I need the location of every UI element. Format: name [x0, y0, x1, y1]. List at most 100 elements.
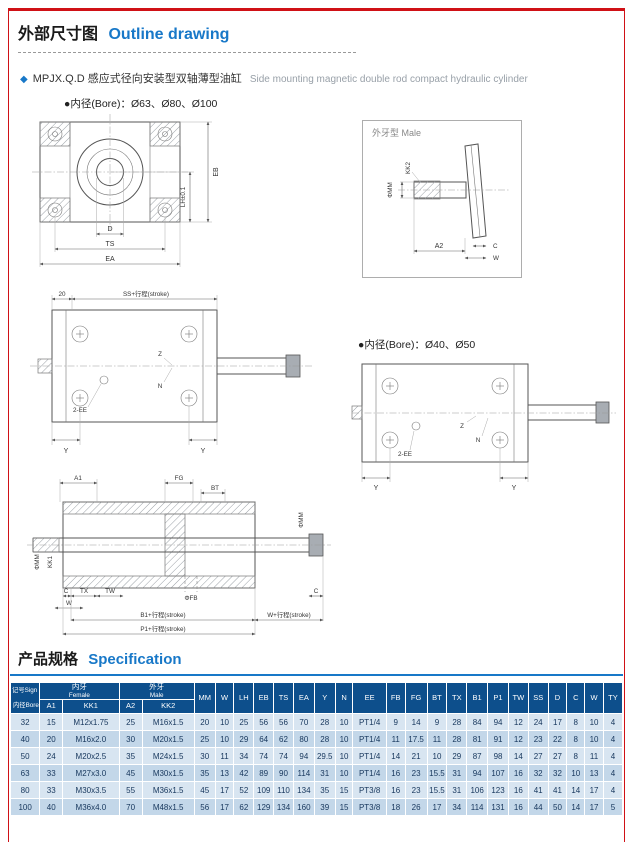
dim-label-tx: TX [80, 588, 89, 595]
group-header-male: 外牙 Male [118, 682, 195, 700]
bore-cell: 50 [9, 747, 41, 765]
spec-value-cell: M30x3.5 [62, 781, 120, 799]
dim-label-w-left: W [66, 600, 72, 607]
spec-value-cell: 23 [404, 781, 428, 799]
spec-value-cell: 56 [253, 713, 275, 731]
spec-value-cell: 14 [404, 713, 428, 731]
column-header: EE [352, 682, 387, 714]
spec-value-cell: 15.5 [426, 764, 448, 782]
spec-value-cell: 64 [253, 730, 275, 748]
column-header: TS [273, 682, 294, 714]
spec-value-cell: 56 [273, 713, 294, 731]
front-view-drawing: LH±0.1 EB D TS EA [32, 114, 220, 267]
bore-note-large: ●内径(Bore)：Ø63、Ø80、Ø100 [64, 98, 218, 110]
spec-value-cell: 114 [466, 798, 489, 816]
spec-value-cell: 160 [292, 798, 315, 816]
spec-value-cell: M24x1.5 [141, 747, 195, 765]
spec-value-cell: 16 [385, 764, 406, 782]
column-header: B1 [466, 682, 489, 714]
bore-cell: 63 [9, 764, 41, 782]
spec-value-cell: 39 [313, 798, 336, 816]
spec-value-cell: 22 [547, 730, 568, 748]
spec-value-cell: 34 [446, 798, 468, 816]
spec-value-cell: 27 [547, 747, 568, 765]
spec-value-cell: 16 [385, 781, 406, 799]
spec-value-cell: 134 [273, 798, 294, 816]
spec-value-cell: 41 [527, 781, 549, 799]
spec-value-cell: 28 [313, 713, 336, 731]
side-view-small-drawing: 2-EE Z N Y Y [351, 363, 616, 492]
dim-label-y-left: Y [374, 485, 379, 492]
spec-value-cell: M48x1.5 [141, 798, 195, 816]
spec-value-cell: 32 [527, 764, 549, 782]
spec-value-cell: PT1/4 [352, 730, 387, 748]
spec-value-cell: 23 [527, 730, 549, 748]
male-thread-drawing: 外牙型 Male ΦMM KK2 A2 C W [362, 120, 522, 278]
column-header: LH [233, 682, 255, 714]
spec-value-cell: 24 [39, 747, 64, 765]
spec-value-cell: 4 [602, 713, 624, 731]
section-view-drawing: A1 FG BT ΦMM KK1 C TX TW ΦFB W B1+行程(str… [27, 475, 331, 636]
spec-value-cell: 131 [487, 798, 509, 816]
spec-value-cell: PT1/4 [352, 764, 387, 782]
spec-value-cell: 11 [214, 747, 235, 765]
spec-title: 产品规格 Specification [18, 648, 182, 669]
spec-title-underline [10, 674, 623, 676]
spec-value-cell: 11 [385, 730, 406, 748]
column-header: EA [292, 682, 315, 714]
bore-cell: 32 [9, 713, 41, 731]
spec-value-cell: 41 [547, 781, 568, 799]
column-header: EB [253, 682, 275, 714]
spec-value-cell: 17 [426, 798, 448, 816]
spec-value-cell: 5 [602, 798, 624, 816]
spec-value-cell: 29 [233, 730, 255, 748]
dim-label-fg: FG [175, 475, 184, 482]
spec-value-cell: 30 [193, 747, 216, 765]
dim-label-20: 20 [58, 291, 66, 298]
spec-value-cell: 8 [566, 747, 586, 765]
spec-value-cell: 31 [313, 764, 336, 782]
spec-value-cell: 10 [426, 747, 448, 765]
spec-value-cell: M30x1.5 [141, 764, 195, 782]
spec-value-cell: 25 [118, 713, 143, 731]
sub-header-a1: A1 [39, 699, 64, 714]
spec-value-cell: 28 [446, 730, 468, 748]
spec-value-cell: 10 [334, 730, 354, 748]
column-header: W [214, 682, 235, 714]
dim-label-ss-stroke: SS+行程(stroke) [123, 289, 169, 298]
sub-header-a2: A2 [118, 699, 143, 714]
spec-value-cell: 33 [39, 764, 64, 782]
spec-value-cell: M16x1.5 [141, 713, 195, 731]
sub-header-kk2: KK2 [141, 699, 195, 714]
spec-value-cell: PT3/8 [352, 798, 387, 816]
spec-title-en: Specification [88, 651, 182, 668]
spec-value-cell: 34 [233, 747, 255, 765]
spec-value-cell: 40 [39, 798, 64, 816]
dim-label-c: C [493, 243, 498, 250]
spec-value-cell: 114 [292, 764, 315, 782]
dim-label-y-right: Y [512, 485, 517, 492]
spec-value-cell: PT1/4 [352, 747, 387, 765]
spec-value-cell: 56 [193, 798, 216, 816]
spec-value-cell: 20 [193, 713, 216, 731]
column-header: C [566, 682, 586, 714]
spec-value-cell: 35 [193, 764, 216, 782]
spec-value-cell: 10 [584, 730, 604, 748]
spec-value-cell: 17 [584, 781, 604, 799]
spec-value-cell: M36x1.5 [141, 781, 195, 799]
spec-value-cell: 55 [118, 781, 143, 799]
spec-table: 记号Sign 内径Bore 内牙 Female 外牙 Male MM W LH … [9, 682, 624, 816]
spec-value-cell: 16 [507, 798, 529, 816]
spec-value-cell: 8 [566, 730, 586, 748]
spec-value-cell: 13 [584, 764, 604, 782]
spec-value-cell: 52 [233, 781, 255, 799]
spec-value-cell: 15 [39, 713, 64, 731]
spec-value-cell: 17 [584, 798, 604, 816]
spec-value-cell: 45 [193, 781, 216, 799]
spec-value-cell: PT1/4 [352, 713, 387, 731]
spec-value-cell: 62 [233, 798, 255, 816]
